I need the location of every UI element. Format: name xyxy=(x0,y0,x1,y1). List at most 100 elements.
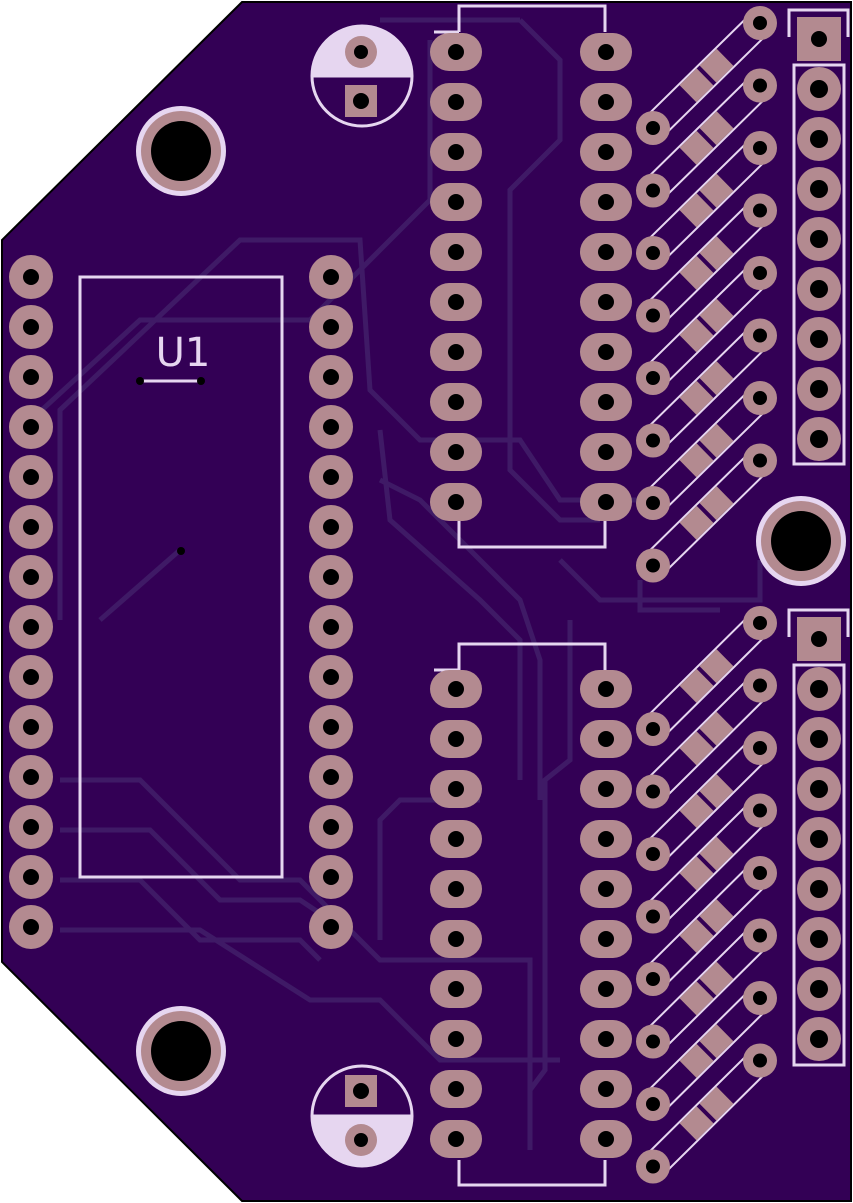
drill-hole xyxy=(598,194,614,210)
drill-hole xyxy=(448,981,464,997)
resistor-smd-pad xyxy=(699,649,734,684)
drill-hole xyxy=(646,847,660,861)
drill-hole xyxy=(646,558,660,573)
drill-hole xyxy=(323,269,339,285)
via xyxy=(197,377,205,385)
resistor-smd-pad xyxy=(699,361,734,396)
drill-hole xyxy=(810,180,828,198)
drill-hole xyxy=(23,719,39,735)
drill-hole xyxy=(448,144,464,160)
drill-hole xyxy=(23,469,39,485)
resistor-smd-pad xyxy=(699,111,734,146)
drill-hole xyxy=(448,294,464,310)
drill-hole xyxy=(598,981,614,997)
resistor-smd-pad xyxy=(699,486,734,521)
drill-hole xyxy=(753,616,767,630)
resistor-smd-pad xyxy=(679,981,714,1016)
drill-hole xyxy=(810,230,828,248)
drill-hole xyxy=(753,741,767,755)
resistor-smd-pad xyxy=(679,668,714,703)
resistor-smd-pad xyxy=(699,961,734,996)
drill-hole xyxy=(323,719,339,735)
drill-hole xyxy=(646,308,660,323)
drill-hole xyxy=(448,94,464,110)
drill-hole xyxy=(753,991,767,1005)
drill-hole xyxy=(598,294,614,310)
drill-hole xyxy=(323,669,339,685)
drill-hole xyxy=(753,453,767,468)
drill-hole xyxy=(448,1031,464,1047)
drill-hole xyxy=(323,419,339,435)
drill-hole xyxy=(448,444,464,460)
resistor-smd-pad xyxy=(679,731,714,766)
resistor-smd-pad xyxy=(699,711,734,746)
drill-hole xyxy=(810,930,828,948)
drill-hole xyxy=(811,31,827,47)
drill-hole xyxy=(810,130,828,148)
resistor xyxy=(645,803,768,924)
drill-hole xyxy=(810,80,828,98)
drill-hole xyxy=(23,519,39,535)
drill-hole xyxy=(323,869,339,885)
drill-hole xyxy=(448,244,464,260)
drill-hole xyxy=(598,1081,614,1097)
drill-hole xyxy=(23,269,39,285)
drill-hole xyxy=(23,419,39,435)
drill-hole xyxy=(646,1034,660,1049)
drill-hole xyxy=(448,1131,464,1147)
mounting-hole xyxy=(151,121,211,181)
drill-hole xyxy=(353,93,369,109)
drill-hole xyxy=(598,881,614,897)
resistor-smd-pad xyxy=(679,318,714,353)
drill-hole xyxy=(598,931,614,947)
drill-hole xyxy=(753,328,767,343)
drill-hole xyxy=(323,919,339,935)
drill-hole xyxy=(810,280,828,298)
drill-hole xyxy=(598,1031,614,1047)
drill-hole xyxy=(598,1131,614,1147)
drill-hole xyxy=(646,496,660,510)
via xyxy=(177,547,185,555)
resistor-smd-pad xyxy=(679,68,714,103)
u1-outline xyxy=(78,275,284,879)
drill-hole xyxy=(448,494,464,510)
drill-hole xyxy=(323,519,339,535)
resistor-smd-pad xyxy=(679,193,714,228)
drill-hole xyxy=(323,469,339,485)
drill-hole xyxy=(323,319,339,335)
resistor-smd-pad xyxy=(679,1106,714,1141)
drill-hole xyxy=(753,141,767,155)
drill-hole xyxy=(646,1159,660,1174)
drill-hole xyxy=(323,369,339,385)
drill-hole xyxy=(448,731,464,747)
drill-hole xyxy=(23,769,39,785)
resistor xyxy=(646,78,767,198)
drill-hole xyxy=(646,433,660,448)
drill-hole xyxy=(448,831,464,847)
resistor-smd-pad xyxy=(679,856,714,891)
drill-hole xyxy=(598,344,614,360)
ic-top-outline xyxy=(457,4,607,32)
drill-hole xyxy=(810,680,828,698)
resistor-smd-pad xyxy=(699,1024,734,1059)
drill-hole xyxy=(448,44,464,60)
resistor-smd-pad xyxy=(699,48,734,83)
drill-hole xyxy=(810,830,828,848)
resistor-smd-pad xyxy=(699,774,734,809)
drill-hole xyxy=(810,780,828,798)
via xyxy=(136,377,144,385)
mounting-hole xyxy=(771,511,831,571)
drill-hole xyxy=(23,919,39,935)
drill-hole xyxy=(323,819,339,835)
drill-hole xyxy=(753,203,767,218)
drill-hole xyxy=(353,1083,369,1099)
resistor-smd-pad xyxy=(679,505,714,540)
drill-hole xyxy=(354,1133,368,1147)
resistor xyxy=(646,15,767,136)
resistor-smd-pad xyxy=(699,298,734,333)
drill-hole xyxy=(323,569,339,585)
drill-hole xyxy=(448,1081,464,1097)
drill-hole xyxy=(448,931,464,947)
